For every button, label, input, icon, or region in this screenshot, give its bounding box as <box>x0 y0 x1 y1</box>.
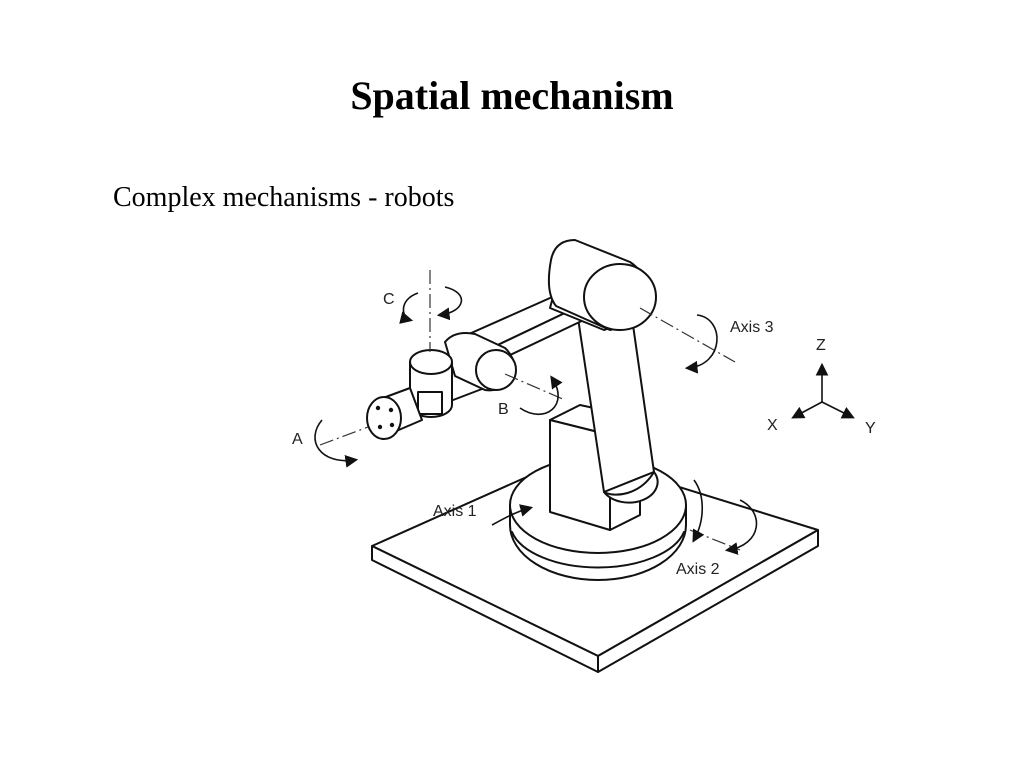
label-a: A <box>292 431 303 448</box>
elbow-joint <box>444 332 517 392</box>
rotation-arrows <box>314 286 758 555</box>
label-c: C <box>383 291 395 308</box>
label-axis-1: Axis 1 <box>433 503 477 520</box>
coordinate-axes <box>791 362 855 419</box>
label-axis-3: Axis 3 <box>730 319 774 336</box>
label-z: Z <box>816 337 826 354</box>
slide-subtitle: Complex mechanisms - robots <box>113 182 455 213</box>
upper-arm <box>577 317 659 504</box>
shoulder-joint <box>547 239 657 331</box>
gripper-head <box>366 387 423 440</box>
label-b: B <box>498 401 509 418</box>
slide-title: Spatial mechanism <box>350 73 674 118</box>
label-x: X <box>767 417 778 434</box>
label-axis-2: Axis 2 <box>676 561 720 578</box>
label-y: Y <box>865 420 876 437</box>
wrist-joint <box>409 349 453 418</box>
